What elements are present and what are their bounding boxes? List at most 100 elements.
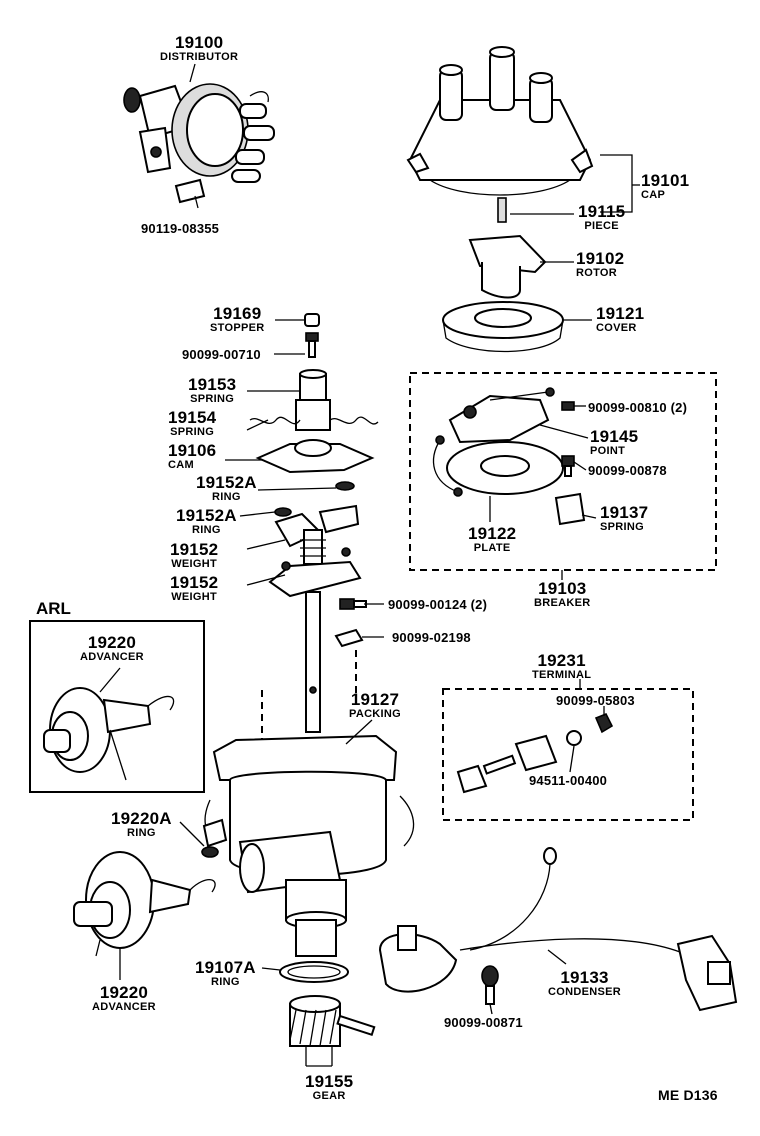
part-label-19220A: 19220A RING <box>111 810 172 839</box>
part-label-19101: 19101 CAP <box>641 172 689 201</box>
part-name-spring-19154: SPRING <box>170 426 215 438</box>
part-number-90099-00124: 90099-00124 (2) <box>388 597 488 612</box>
part-name-ring-19152A-lower: RING <box>192 524 221 536</box>
screw-90099-00878-illustration <box>561 455 575 477</box>
part-number-19100: 19100 <box>174 33 224 52</box>
part-number-19154: 19154 <box>168 408 217 427</box>
ring-19107A-illustration <box>279 961 349 983</box>
part-name-cap: CAP <box>641 189 666 201</box>
part-name-distributor: DISTRIBUTOR <box>160 51 239 63</box>
part-number-19127: 19127 <box>350 690 400 709</box>
part-number-19137: 19137 <box>600 503 649 522</box>
part-label-19220: 19220 ADVANCER <box>92 984 156 1013</box>
terminal-illustration <box>456 712 614 794</box>
part-number-19153: 19153 <box>188 375 237 394</box>
part-number-19102: 19102 <box>576 249 625 268</box>
part-label-19121: 19121 COVER <box>596 305 644 334</box>
part-number-19121: 19121 <box>596 304 645 323</box>
part-number-19220-arl: 19220 <box>87 633 137 652</box>
clip-90099-02198-illustration <box>334 628 364 648</box>
part-number-19133: 19133 <box>560 968 609 987</box>
part-label-19152A-lower: 19152A RING <box>176 507 237 536</box>
part-label-19145: 19145 POINT <box>590 428 638 457</box>
part-label-19155: 19155 GEAR <box>305 1073 353 1102</box>
part-number-19145: 19145 <box>590 427 639 446</box>
advancer-arl-illustration <box>43 687 175 781</box>
distributor-cap-illustration <box>406 46 594 196</box>
part-number-19152-upper: 19152 <box>170 540 219 559</box>
governor-cam-assembly-illustration <box>249 369 379 474</box>
rotor-illustration <box>468 234 547 299</box>
part-name-piece: PIECE <box>584 220 619 232</box>
part-label-19220-arl: 19220 ADVANCER <box>80 634 144 663</box>
part-number-90099-02198: 90099-02198 <box>392 630 471 645</box>
leader-19101 <box>600 154 633 213</box>
part-name-ring-19152A-upper: RING <box>212 491 241 503</box>
part-number-90099-00810: 90099-00810 (2) <box>588 400 688 415</box>
screw-90099-00124-illustration <box>339 598 367 610</box>
part-name-spring-19153: SPRING <box>190 393 235 405</box>
part-name-breaker: BREAKER <box>534 597 591 609</box>
breaker-plate-illustration <box>432 435 564 497</box>
advancer-illustration <box>73 851 216 957</box>
distributor-housing-illustration <box>202 734 415 957</box>
distributor-assembly-illustration <box>123 83 275 209</box>
part-name-rotor: ROTOR <box>576 267 618 279</box>
part-number-19152A-upper: 19152A <box>196 473 257 492</box>
part-label-19152-lower: 19152 WEIGHT <box>170 574 218 603</box>
part-label-19154: 19154 SPRING <box>168 409 216 438</box>
part-label-19133: 19133 CONDENSER <box>548 969 621 998</box>
part-label-19153: 19153 SPRING <box>188 376 236 405</box>
part-name-cover: COVER <box>596 322 637 334</box>
part-number-19152-lower: 19152 <box>170 573 219 592</box>
part-number-90099-00878: 90099-00878 <box>588 463 667 478</box>
part-number-19169: 19169 <box>213 304 262 323</box>
part-number-90099-05803: 90099-05803 <box>556 693 635 708</box>
leader-19100 <box>189 63 196 83</box>
ring-19220A-illustration <box>201 846 219 858</box>
part-number-19103: 19103 <box>538 579 587 598</box>
part-number-90119-08355: 90119-08355 <box>141 221 220 236</box>
part-number-94511-00400: 94511-00400 <box>529 773 608 788</box>
part-label-19127: 19127 PACKING <box>349 691 401 720</box>
part-name-stopper: STOPPER <box>210 322 265 334</box>
dust-cover-illustration <box>442 301 564 353</box>
governor-weights-illustration <box>268 504 362 733</box>
arl-box-title: ARL <box>36 599 71 618</box>
diagram-code: ME D136 <box>658 1087 718 1103</box>
part-name-point: POINT <box>590 445 626 457</box>
part-number-19101: 19101 <box>641 171 690 190</box>
ring-19152A-upper-illustration <box>335 481 355 491</box>
part-number-19152A-lower: 19152A <box>176 506 237 525</box>
part-name-cam: CAM <box>168 459 194 471</box>
screw-90099-00871-illustration <box>481 965 499 1005</box>
part-name-weight-upper: WEIGHT <box>171 558 218 570</box>
part-name-ring-19107A: RING <box>211 976 240 988</box>
part-name-weight-lower: WEIGHT <box>171 591 218 603</box>
screw-90099-00710-illustration <box>305 332 319 358</box>
gear-illustration <box>289 995 376 1047</box>
breaker-point-illustration <box>448 387 555 444</box>
part-name-condenser: CONDENSER <box>548 986 621 998</box>
arl-box <box>29 620 205 793</box>
part-name-terminal: TERMINAL <box>532 669 592 681</box>
part-number-19115: 19115 <box>578 202 626 221</box>
part-number-19220: 19220 <box>99 983 149 1002</box>
screw-90099-00810-illustration <box>561 401 575 411</box>
part-name-ring-19220A: RING <box>127 827 156 839</box>
part-label-19169: 19169 STOPPER <box>210 305 264 334</box>
part-number-19220A: 19220A <box>111 809 172 828</box>
stopper-illustration <box>304 313 320 327</box>
part-label-19137: 19137 SPRING <box>600 504 648 533</box>
part-label-19102: 19102 ROTOR <box>576 250 624 279</box>
part-number-90099-00871: 90099-00871 <box>444 1015 523 1030</box>
part-label-19103: 19103 BREAKER <box>534 580 591 609</box>
part-name-plate: PLATE <box>473 542 511 554</box>
part-number-19155: 19155 <box>305 1072 354 1091</box>
part-number-19231: 19231 <box>537 651 586 670</box>
part-name-advancer: ADVANCER <box>92 1001 156 1013</box>
condenser-illustration <box>378 847 738 1012</box>
terminal-group-box <box>442 688 694 821</box>
part-label-19115: 19115 PIECE <box>578 203 625 232</box>
